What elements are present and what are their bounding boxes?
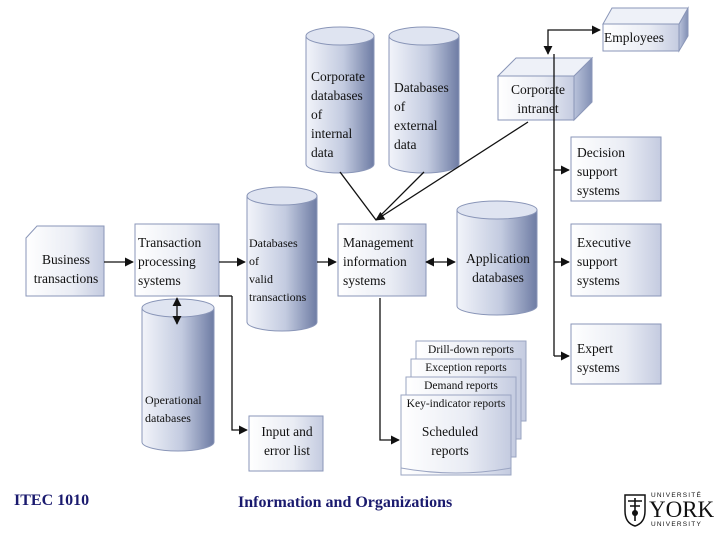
- slide-title: Information and Organizations: [238, 494, 453, 511]
- report-stack: [400, 340, 527, 476]
- application-databases-cylinder: [456, 200, 538, 316]
- corporate-databases-cylinder: [305, 26, 375, 174]
- drill-down-reports-label: Drill-down reports: [428, 344, 514, 356]
- input-error-list-shape: [248, 415, 324, 472]
- demand-reports-label: Demand reports: [424, 380, 498, 392]
- employees-label: Employees: [604, 30, 664, 45]
- business-transactions-shape: [25, 225, 105, 297]
- exception-reports-label: Exception reports: [425, 362, 507, 374]
- decision-support-box: [570, 136, 662, 202]
- external-databases-cylinder: [388, 26, 460, 174]
- corporate-intranet-box: [496, 56, 594, 122]
- york-logo: UNIVERSITÉ YORK UNIVERSITY: [624, 491, 714, 531]
- key-indicator-reports-label: Key-indicator reports: [406, 398, 506, 410]
- crest-icon: [624, 494, 646, 527]
- executive-support-box: [570, 223, 662, 297]
- mis-box: [337, 223, 427, 297]
- employees-box: [602, 6, 689, 53]
- course-code: ITEC 1010: [14, 492, 90, 509]
- expert-systems-box: [570, 323, 662, 385]
- tps-box: [134, 223, 220, 297]
- operational-databases-cylinder: [141, 298, 215, 452]
- connectors: [104, 25, 601, 445]
- valid-transactions-cylinder: [246, 186, 318, 332]
